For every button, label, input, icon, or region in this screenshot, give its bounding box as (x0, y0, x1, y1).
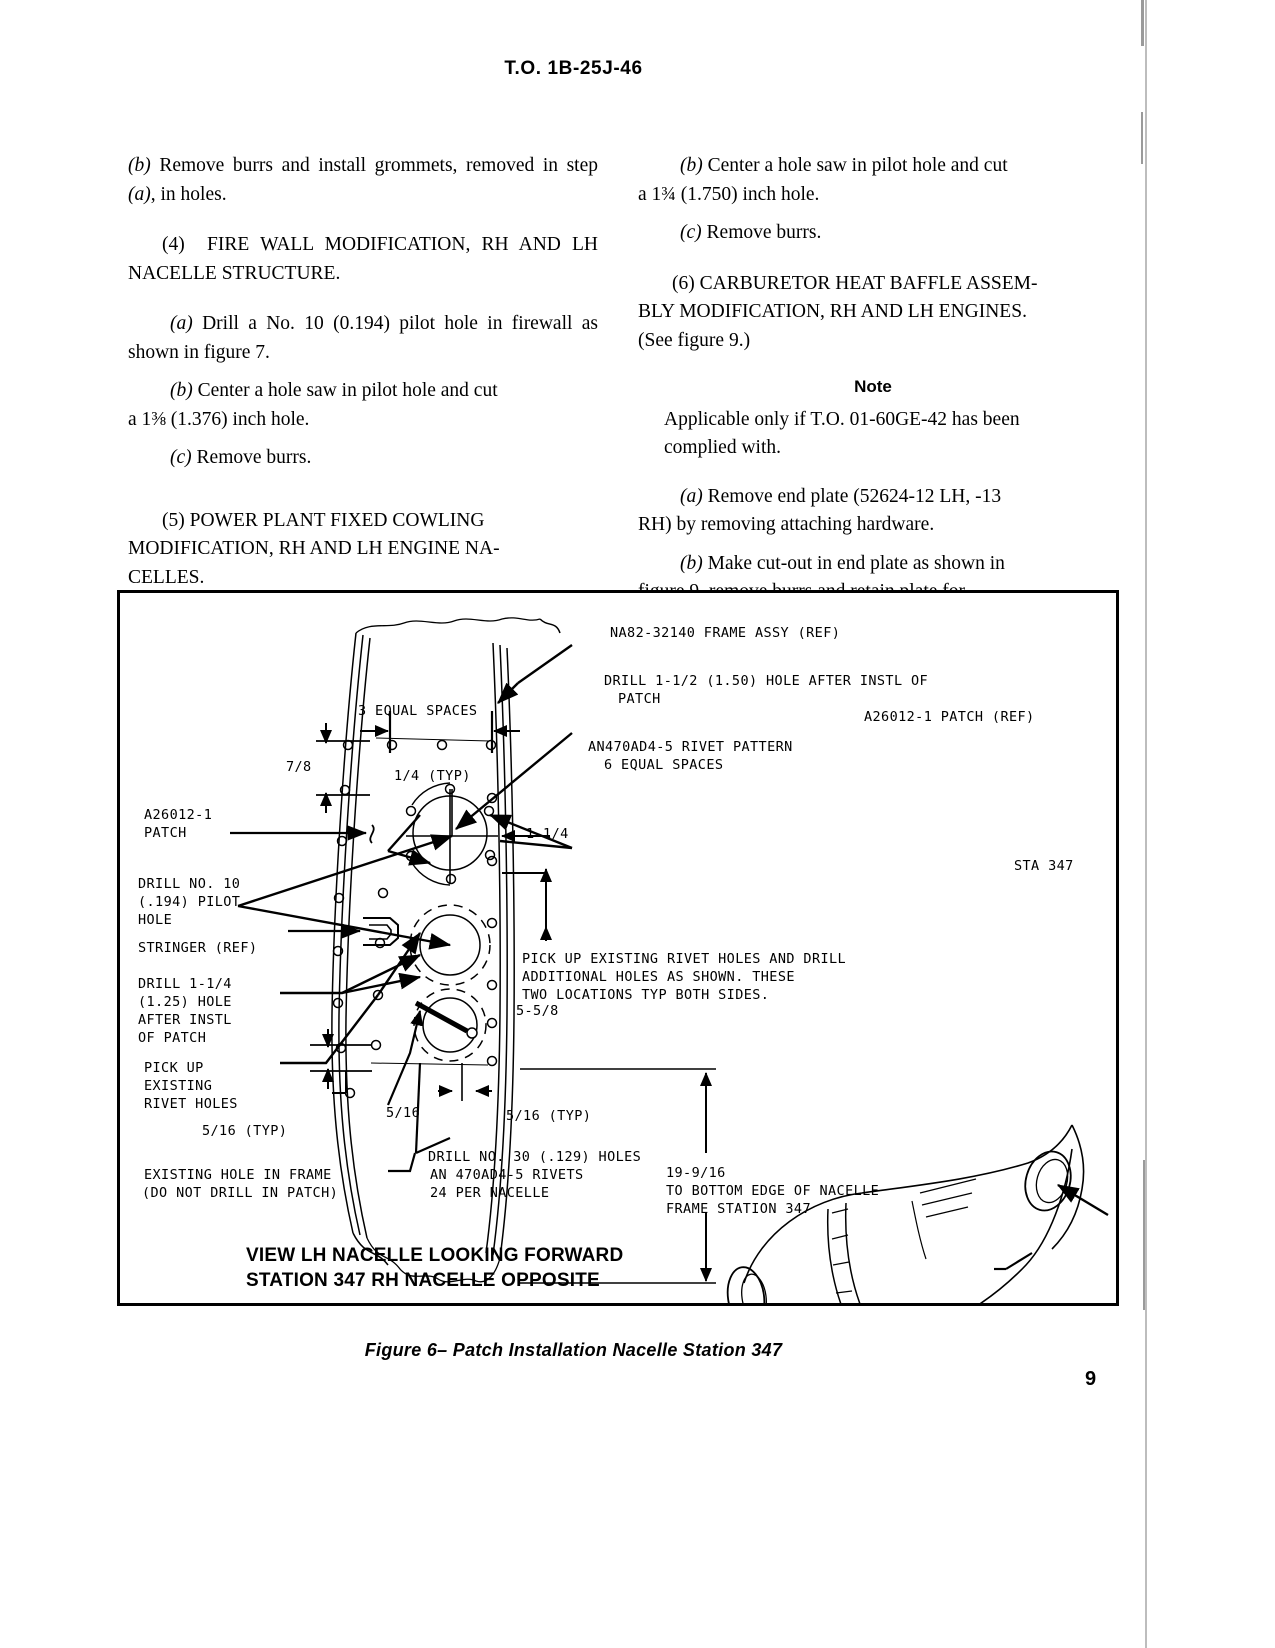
note-line2: complied with. (664, 437, 781, 458)
dimension-5-16-typ-left: 5/16 (TYP) (202, 1123, 288, 1139)
page-title: T.O. 1B-25J-46 (504, 58, 643, 79)
callout-drill-no30-line2: AN 470AD4-5 RIVETS (430, 1167, 584, 1183)
callout-drill-no10-line1: DRILL NO. 10 (138, 876, 241, 892)
step-text-a3-line2: RH) by removing attaching hardware. (638, 514, 935, 535)
step-text-b2-line2: a 1⅜ (1.376) inch hole. (128, 408, 310, 430)
step-label-c2: (c) (680, 222, 702, 243)
callout-rivet-pattern-line2: 6 EQUAL SPACES (604, 757, 724, 773)
dimension-3-equal-spaces: 3 EQUAL SPACES (358, 703, 478, 719)
scan-mark-mid (1141, 112, 1143, 164)
scan-mark-lower (1143, 1160, 1145, 1310)
heading-5-line3: CELLES. (128, 566, 205, 588)
callout-drill-no10-line3: HOLE (138, 912, 173, 928)
callout-stringer-ref: STRINGER (REF) (138, 940, 258, 956)
step-text-a3-line1: Remove end plate (52624-12 LH, -13 (702, 485, 1002, 507)
callout-drill-1-5-line1: DRILL 1-1/2 (1.50) HOLE AFTER INSTL OF (604, 673, 929, 689)
view-title-line1: VIEW LH NACELLE LOOKING FORWARD (246, 1245, 624, 1266)
dimension-19-9-16-line2: TO BOTTOM EDGE OF NACELLE (666, 1183, 880, 1199)
paragraph-b-hole-saw-175: (b) Center a hole saw in pilot hole and … (638, 152, 1108, 209)
view-title-line2: STATION 347 RH NACELLE OPPOSITE (246, 1270, 600, 1291)
step-label-b: (b) (128, 155, 151, 176)
callout-patch-ref: A26012-1 PATCH (REF) (864, 709, 1035, 725)
dimension-1-4-typ: 1/4 (TYP) (394, 768, 471, 784)
note-pickup-rivets-line1: PICK UP EXISTING RIVET HOLES AND DRILL (522, 951, 847, 967)
callout-drill-no30-line1: DRILL NO. 30 (.129) HOLES (428, 1149, 642, 1165)
page-number: 9 (1085, 1368, 1097, 1390)
step-label-b3: (b) (680, 155, 703, 176)
step-text-b3-line1: Center a hole saw in pilot hole and cut (702, 155, 1008, 176)
note-pickup-rivets-line2: ADDITIONAL HOLES AS SHOWN. THESE (522, 969, 795, 985)
paragraph-a-remove-end-plate: (a) Remove end plate (52624-12 LH, -13 R… (638, 483, 1108, 540)
callout-drill-no30-line3: 24 PER NACELLE (430, 1185, 550, 1201)
step-text-a: Drill a No. 10 (0.194) pilot hole in fir… (128, 313, 598, 363)
paragraph-c-remove-burrs-right: (c) Remove burrs. (638, 219, 1108, 248)
callout-drill-no10-line2: (.194) PILOT (138, 894, 241, 910)
step-label-a: (a) (170, 313, 193, 334)
step-text-c2: Remove burrs. (701, 222, 822, 243)
scan-page-edge (1145, 0, 1275, 1648)
figure-drawing-area: NA82-32140 FRAME ASSY (REF) DRILL 1-1/2 … (120, 593, 1116, 1303)
heading-6-line2: BLY MODIFICATION, RH AND LH ENGINES. (638, 301, 1027, 322)
note-line1: Applicable only if T.O. 01-60GE-42 has b… (664, 408, 1020, 430)
dimension-5-16-mid: 5/16 (386, 1105, 421, 1121)
note-pickup-rivets-line3: TWO LOCATIONS TYP BOTH SIDES. (522, 987, 770, 1003)
heading-5-number: (5) (162, 509, 185, 531)
callout-drill-1-1-4-line1: DRILL 1-1/4 (138, 976, 232, 992)
step-ref-a: (a) (128, 183, 151, 205)
callout-existing-hole-line2: (DO NOT DRILL IN PATCH) (142, 1185, 339, 1201)
callout-pickup-line3: RIVET HOLES (144, 1096, 238, 1112)
heading-4-fire-wall: (4) FIRE WALL MODIFICATION, RH AND LH NA… (128, 231, 598, 288)
callout-patch-left-line1: A26012-1 (144, 807, 213, 823)
step-text-b: Remove burrs and install grommets, remov… (150, 155, 598, 176)
heading-6-number: (6) (672, 272, 695, 294)
step-label-b2: (b) (170, 380, 193, 401)
heading-5-line1: POWER PLANT FIXED COWLING (189, 509, 485, 531)
scan-mark-top (1141, 0, 1144, 46)
heading-5-line2: MODIFICATION, RH AND LH ENGINE NA- (128, 538, 500, 559)
callout-drill-1-1-4-line3: AFTER INSTL (138, 1012, 232, 1028)
heading-6-line1: CARBURETOR HEAT BAFFLE ASSEM- (699, 272, 1038, 294)
heading-4-number: (4) (162, 234, 185, 255)
figure-caption: Figure 6– Patch Installation Nacelle Sta… (364, 1340, 783, 1360)
step-text-b-tail: , in holes. (150, 183, 227, 205)
callout-pickup-line2: EXISTING (144, 1078, 213, 1094)
paragraph-b-remove-burrs: (b) Remove burrs and install grommets, r… (128, 152, 598, 209)
callout-existing-hole-line1: EXISTING HOLE IN FRAME (144, 1167, 332, 1183)
paragraph-b-hole-saw-1375: (b) Center a hole saw in pilot hole and … (128, 377, 598, 434)
paragraph-a-drill-pilot-firewall: (a) Drill a No. 10 (0.194) pilot hole in… (128, 310, 598, 367)
heading-4-text: FIRE WALL MODIFICATION, RH AND LH NACELL… (128, 234, 599, 284)
step-label-a3: (a) (680, 485, 703, 507)
step-text-b2-line1: Center a hole saw in pilot hole and cut (192, 380, 498, 401)
callout-frame-assy: NA82-32140 FRAME ASSY (REF) (610, 625, 841, 641)
step-label-b4: (b) (680, 552, 703, 574)
step-text-b4-line1: Make cut-out in end plate as shown in (702, 552, 1005, 574)
right-text-column: (b) Center a hole saw in pilot hole and … (638, 152, 1108, 635)
dimension-5-16-typ-right: 5/16 (TYP) (506, 1108, 592, 1124)
figure-6-panel: NA82-32140 FRAME ASSY (REF) DRILL 1-1/2 … (117, 590, 1119, 1306)
callout-patch-left-line2: PATCH (144, 825, 187, 841)
dimension-19-9-16-line1: 19-9/16 (666, 1165, 726, 1181)
heading-6-carburetor: (6) CARBURETOR HEAT BAFFLE ASSEM- BLY MO… (638, 270, 1108, 356)
note-body: Applicable only if T.O. 01-60GE-42 has b… (664, 406, 1078, 463)
heading-5-power-plant: (5) POWER PLANT FIXED COWLING MODIFICATI… (128, 507, 598, 593)
callout-sta-347: STA 347 (1014, 858, 1074, 874)
step-text-b3-line2: a 1¾ (1.750) inch hole. (638, 183, 820, 205)
note-heading: Note (854, 377, 892, 396)
dimension-5-5-8: 5-5/8 (516, 1003, 559, 1019)
callout-drill-1-1-4-line4: OF PATCH (138, 1030, 207, 1046)
callout-drill-1-5-line2: PATCH (618, 691, 661, 707)
step-label-c: (c) (170, 447, 192, 468)
callout-pickup-line1: PICK UP (144, 1060, 204, 1076)
left-text-column: (b) Remove burrs and install grommets, r… (128, 152, 598, 671)
nacelle-patch-technical-drawing (230, 617, 1109, 1303)
dimension-19-9-16-line3: FRAME STATION 347 (666, 1201, 811, 1217)
step-text-c: Remove burrs. (191, 447, 312, 468)
dimension-7-8: 7/8 (286, 759, 312, 775)
heading-6-line3: (See figure 9.) (638, 329, 751, 351)
paragraph-c-remove-burrs: (c) Remove burrs. (128, 444, 598, 473)
callout-drill-1-1-4-line2: (1.25) HOLE (138, 994, 232, 1010)
callout-rivet-pattern-line1: AN470AD4-5 RIVET PATTERN (588, 739, 793, 755)
dimension-1-1-4: 1-1/4 (526, 826, 569, 842)
